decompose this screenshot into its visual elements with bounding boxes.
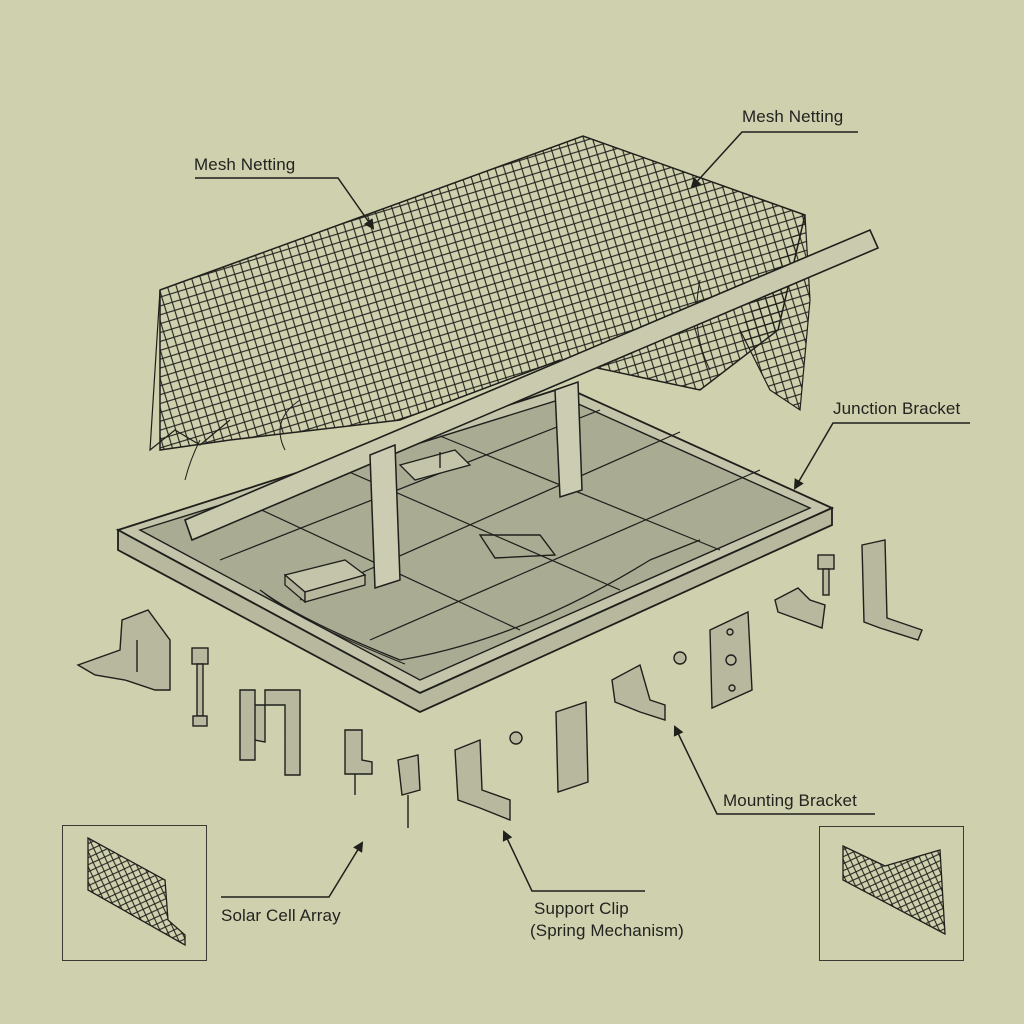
inset-left-mesh [87,836,186,947]
cross-rail [183,228,880,590]
callout-support-clip: Support Clip (Spring Mechanism) [530,898,684,942]
callout-mounting-bracket: Mounting Bracket [723,791,857,810]
leader-lines [195,131,970,898]
solar-panel-frame [115,386,835,714]
callout-solar-cell-array: Solar Cell Array [221,906,341,925]
hardware-parts [76,539,923,828]
inset-right [819,826,964,961]
callout-junction-bracket: Junction Bracket [833,399,961,418]
support-clip-title: Support Clip [534,899,629,918]
callout-mesh-netting-right: Mesh Netting [742,107,844,126]
inset-left [62,825,207,961]
support-clip-subtitle: (Spring Mechanism) [530,921,684,940]
callout-mesh-netting-left: Mesh Netting [194,155,296,174]
junction-box [283,449,472,604]
inset-right-mesh [842,844,946,936]
